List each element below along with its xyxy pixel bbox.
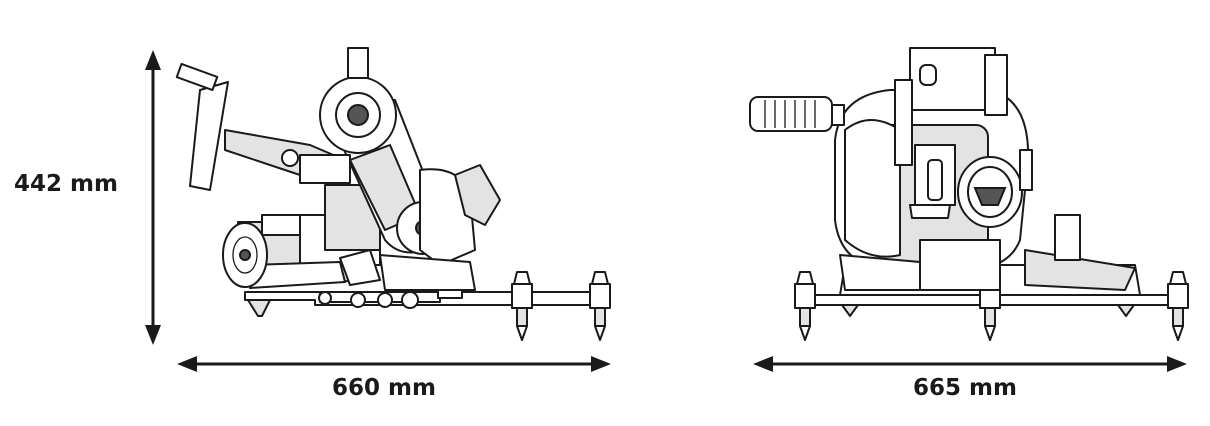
front-foot-right <box>1167 271 1189 341</box>
side-foot-right <box>589 271 611 341</box>
upper-pulley <box>319 47 397 154</box>
motor-end-cap <box>222 222 268 288</box>
side-foot-mid <box>511 271 533 341</box>
width-dimension-label: 665 mm <box>913 375 1017 401</box>
front-foot-left <box>794 271 816 341</box>
side-view-machine <box>175 47 611 341</box>
width-arrow <box>753 356 1187 372</box>
front-view-machine <box>749 47 1189 341</box>
crank-handle <box>175 62 351 191</box>
side-foot-left <box>247 299 271 317</box>
height-dimension-label: 442 mm <box>14 171 118 197</box>
depth-dimension-label: 660 mm <box>332 375 436 401</box>
side-grip-handle <box>749 96 845 132</box>
outlet-port <box>957 156 1023 228</box>
height-arrow <box>145 50 161 345</box>
depth-arrow <box>177 356 611 372</box>
